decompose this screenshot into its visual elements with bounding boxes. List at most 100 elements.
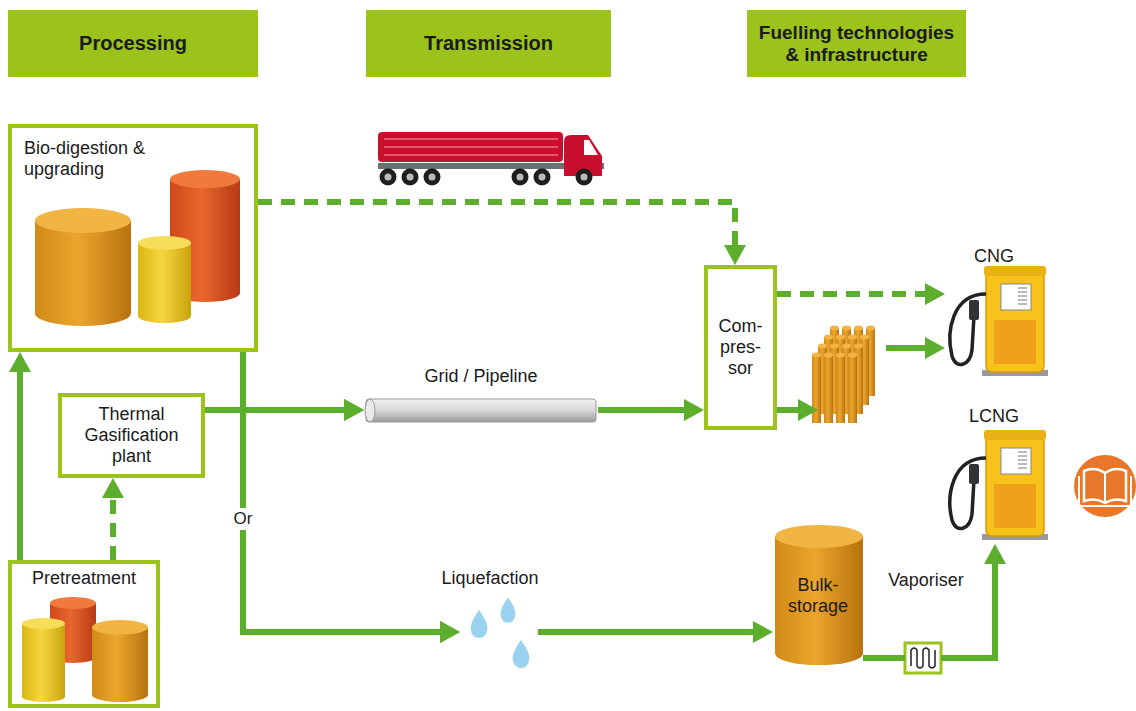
tank-tube bbox=[384, 138, 558, 140]
node-label: LCNG bbox=[969, 406, 1019, 427]
pump-body bbox=[986, 270, 1044, 372]
fuel-pump-node: LCNG bbox=[940, 402, 1048, 544]
book-spine bbox=[1104, 473, 1106, 503]
connector bbox=[598, 399, 704, 421]
droplet bbox=[471, 610, 488, 638]
tank-cylinder bbox=[138, 236, 191, 323]
tank-cylinder bbox=[775, 525, 863, 665]
tank-body bbox=[775, 536, 863, 665]
screen-line bbox=[1018, 304, 1027, 305]
flow-arrow bbox=[886, 337, 945, 359]
gas-cylinder-top bbox=[854, 326, 863, 331]
connector-line bbox=[205, 410, 444, 632]
fuel-pump bbox=[950, 430, 1048, 540]
connector bbox=[258, 202, 746, 265]
gas-cylinder bbox=[848, 355, 857, 423]
header-text: Transmission bbox=[424, 32, 553, 55]
gas-cylinder-top bbox=[860, 335, 869, 340]
connector bbox=[941, 544, 1006, 658]
arrow-head bbox=[925, 283, 945, 305]
stage-header: Fuelling technologies & infrastructure bbox=[747, 10, 966, 77]
screen-line bbox=[1018, 468, 1027, 469]
node-label: Liquefaction bbox=[441, 568, 538, 589]
box-ground bbox=[8, 124, 258, 352]
wheel-hub bbox=[581, 174, 588, 181]
arrow-head bbox=[9, 352, 31, 372]
gas-cylinder-top bbox=[824, 353, 833, 358]
arrow-head bbox=[102, 478, 124, 498]
connector bbox=[863, 658, 905, 659]
connector bbox=[205, 410, 460, 643]
tank-cylinder bbox=[35, 208, 131, 326]
vaporiser-box bbox=[905, 643, 941, 673]
wheel bbox=[402, 169, 419, 186]
gas-cylinder-top bbox=[842, 344, 851, 349]
connector bbox=[243, 352, 460, 643]
truck-tank bbox=[378, 132, 563, 162]
vaporiser-node: Vaporiser bbox=[878, 566, 974, 676]
connector-line bbox=[886, 345, 929, 351]
tank-top bbox=[138, 236, 191, 250]
tank-top bbox=[35, 208, 131, 233]
header-text: Processing bbox=[79, 32, 187, 55]
tank-top bbox=[170, 170, 240, 188]
pump-panel bbox=[994, 484, 1036, 528]
pump-nozzle bbox=[969, 464, 979, 484]
node-label: Com- pres- sor bbox=[715, 316, 767, 378]
header-text: Fuelling technologies & infrastructure bbox=[753, 22, 960, 66]
gas-cylinder-top bbox=[836, 353, 845, 358]
box-ground bbox=[8, 560, 160, 708]
connector-line bbox=[258, 202, 735, 249]
arrow-head bbox=[798, 399, 818, 421]
icon-disc bbox=[1074, 455, 1136, 517]
tank-body bbox=[35, 220, 131, 326]
wheel bbox=[424, 169, 441, 186]
fuel-pump-node: CNG bbox=[940, 242, 1048, 376]
arrow-head bbox=[724, 245, 746, 265]
node-label: Thermal Gasification plant bbox=[72, 404, 192, 466]
connector-line bbox=[863, 655, 905, 661]
pipe-body bbox=[366, 399, 596, 422]
tank-cylinder bbox=[92, 620, 148, 702]
pump-cap bbox=[984, 266, 1046, 276]
arrow-head bbox=[753, 621, 773, 643]
gas-cylinder bbox=[836, 355, 845, 423]
droplet bbox=[501, 598, 516, 623]
node-label: Bulk- storage bbox=[779, 575, 857, 616]
tank-body bbox=[138, 243, 191, 323]
book-cover bbox=[1079, 476, 1131, 506]
tank-top bbox=[92, 620, 148, 635]
droplet bbox=[513, 640, 530, 668]
pump-body bbox=[986, 434, 1044, 536]
gas-cylinder-top bbox=[812, 353, 821, 358]
tank-top bbox=[22, 618, 65, 629]
gas-cylinder-top bbox=[824, 335, 833, 340]
pipe-end bbox=[365, 399, 375, 422]
connector-line bbox=[598, 407, 688, 413]
wheel-hub bbox=[385, 174, 392, 181]
wheel-hub bbox=[407, 174, 414, 181]
gas-cylinder-top bbox=[842, 326, 851, 331]
tank-body bbox=[92, 627, 148, 702]
gas-cylinder bbox=[824, 355, 833, 423]
gas-cylinder-top bbox=[830, 326, 839, 331]
vaporiser-coil bbox=[911, 648, 935, 668]
node-label: Vaporiser bbox=[888, 570, 964, 591]
gas-cylinder-top bbox=[836, 335, 845, 340]
connector-line bbox=[538, 629, 757, 635]
pump-panel bbox=[994, 320, 1036, 364]
connector-line bbox=[777, 291, 929, 297]
tank-body bbox=[22, 624, 65, 702]
screen-line bbox=[1018, 452, 1027, 453]
arrow-head bbox=[984, 544, 1006, 564]
tank-tube bbox=[384, 146, 558, 148]
route-note: Or bbox=[232, 508, 255, 530]
gas-cylinder-top bbox=[848, 353, 857, 358]
connector-line bbox=[17, 368, 23, 560]
arrow-head bbox=[344, 399, 364, 421]
stage-header: Transmission bbox=[366, 10, 611, 77]
liquefaction-node: Liquefaction bbox=[430, 564, 550, 670]
wheel bbox=[576, 169, 593, 186]
